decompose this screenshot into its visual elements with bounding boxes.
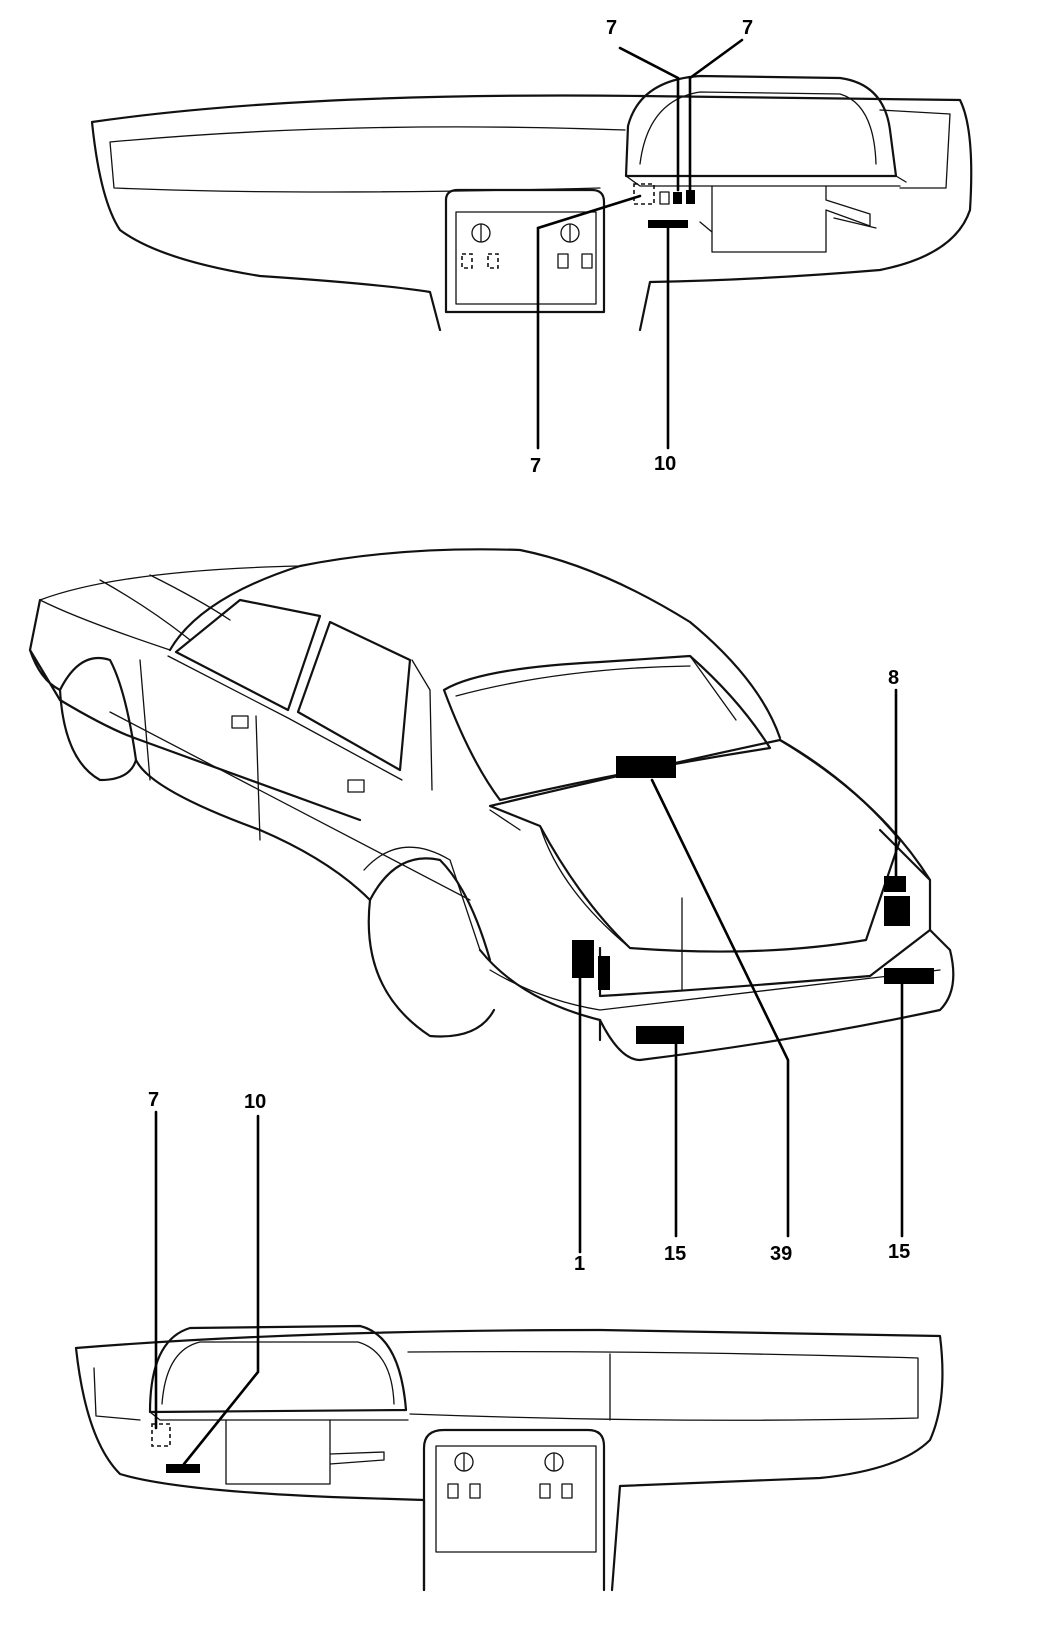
bottom-center-console — [422, 1428, 606, 1592]
top-leader-7-left — [618, 46, 680, 192]
top-switch-3 — [557, 253, 569, 269]
top-dash-inner-panel — [109, 109, 951, 193]
callout-top-lower-7: 7 — [530, 455, 541, 477]
bottom-dashboard-view: 7 10 — [74, 1089, 944, 1592]
bottom-label-10-block — [166, 1464, 200, 1473]
top-column-lower — [699, 217, 877, 233]
car-label-8 — [884, 876, 906, 892]
bottom-switch-2 — [469, 1483, 481, 1499]
car-rear-bumper — [478, 928, 955, 1062]
bottom-console-inner — [435, 1445, 597, 1553]
top-label-block-2 — [686, 190, 695, 204]
top-column-shroud — [711, 185, 871, 253]
car-label-15-center — [636, 1026, 684, 1044]
car-front — [28, 598, 62, 702]
car-hood-lines — [39, 565, 301, 651]
top-binnacle-inner — [639, 91, 877, 165]
car-front-door-handle-icon — [231, 715, 249, 729]
car-boot-lid — [488, 738, 902, 953]
top-binnacle-shelf — [625, 175, 907, 187]
car-boot-lines — [489, 809, 683, 991]
top-leader-7-lower — [536, 194, 642, 450]
car-bumper-lines — [489, 969, 941, 1011]
callout-car-8: 8 — [888, 667, 899, 689]
car-rear-wheel — [367, 857, 496, 1038]
callout-car-15-right: 15 — [888, 1241, 910, 1263]
bottom-dash-outline — [74, 1328, 944, 1592]
bottom-switch-4 — [561, 1483, 573, 1499]
bottom-binnacle-inner — [149, 1341, 409, 1421]
car-label-39 — [616, 756, 676, 778]
top-switch-2 — [487, 253, 499, 269]
bottom-switch-1 — [447, 1483, 459, 1499]
callout-top-lower-10: 10 — [654, 453, 676, 475]
car-front-wheel — [58, 656, 138, 782]
car-rear-wheel-arch — [363, 846, 481, 951]
bottom-relay-location-dashed — [151, 1423, 171, 1447]
top-small-box — [659, 191, 670, 205]
callout-car-39: 39 — [770, 1243, 792, 1265]
top-binnacle — [624, 74, 898, 178]
top-dashboard-view: 7 7 7 10 — [90, 17, 973, 477]
car-label-8b — [884, 896, 910, 926]
callout-car-1: 1 — [574, 1253, 585, 1275]
car-rear-panel — [598, 738, 932, 998]
callout-bottom-10: 10 — [244, 1091, 266, 1113]
top-console-inner — [455, 211, 597, 305]
top-dash-outline — [90, 94, 973, 332]
car-rear-screen — [442, 654, 772, 802]
top-label-10-block — [648, 220, 688, 228]
car-rear-door-handle-icon — [347, 779, 365, 793]
car-label-1b — [598, 956, 610, 990]
car-rear-window-side — [296, 620, 412, 772]
top-leader-7-right — [688, 38, 744, 192]
car-roof — [168, 548, 782, 740]
callout-car-15-center: 15 — [664, 1243, 686, 1265]
car-rear-screen-inner — [455, 655, 737, 721]
car-front-window — [174, 598, 322, 712]
bottom-column-shroud — [225, 1419, 385, 1485]
car-window-frames — [167, 655, 433, 791]
top-switch-4 — [581, 253, 593, 269]
callout-top-left-7: 7 — [606, 17, 617, 39]
car-rear-three-quarter-view: 8 1 15 39 15 — [28, 548, 955, 1275]
bottom-binnacle — [148, 1324, 408, 1414]
callout-top-right-7: 7 — [742, 17, 753, 39]
top-label-block-1 — [673, 192, 682, 204]
car-body-side — [58, 698, 372, 902]
car-door-lines — [109, 659, 471, 901]
bottom-dash-inner-panel — [93, 1350, 919, 1421]
car-label-15-right — [884, 968, 934, 984]
bottom-leader-10 — [182, 1114, 260, 1466]
car-label-1 — [572, 940, 594, 978]
top-relay-location-dashed — [633, 183, 655, 205]
bottom-switch-3 — [539, 1483, 551, 1499]
car-leader-39 — [650, 778, 790, 1238]
callout-bottom-7: 7 — [148, 1089, 159, 1111]
top-switch-1 — [461, 253, 473, 269]
top-center-console — [444, 188, 606, 314]
